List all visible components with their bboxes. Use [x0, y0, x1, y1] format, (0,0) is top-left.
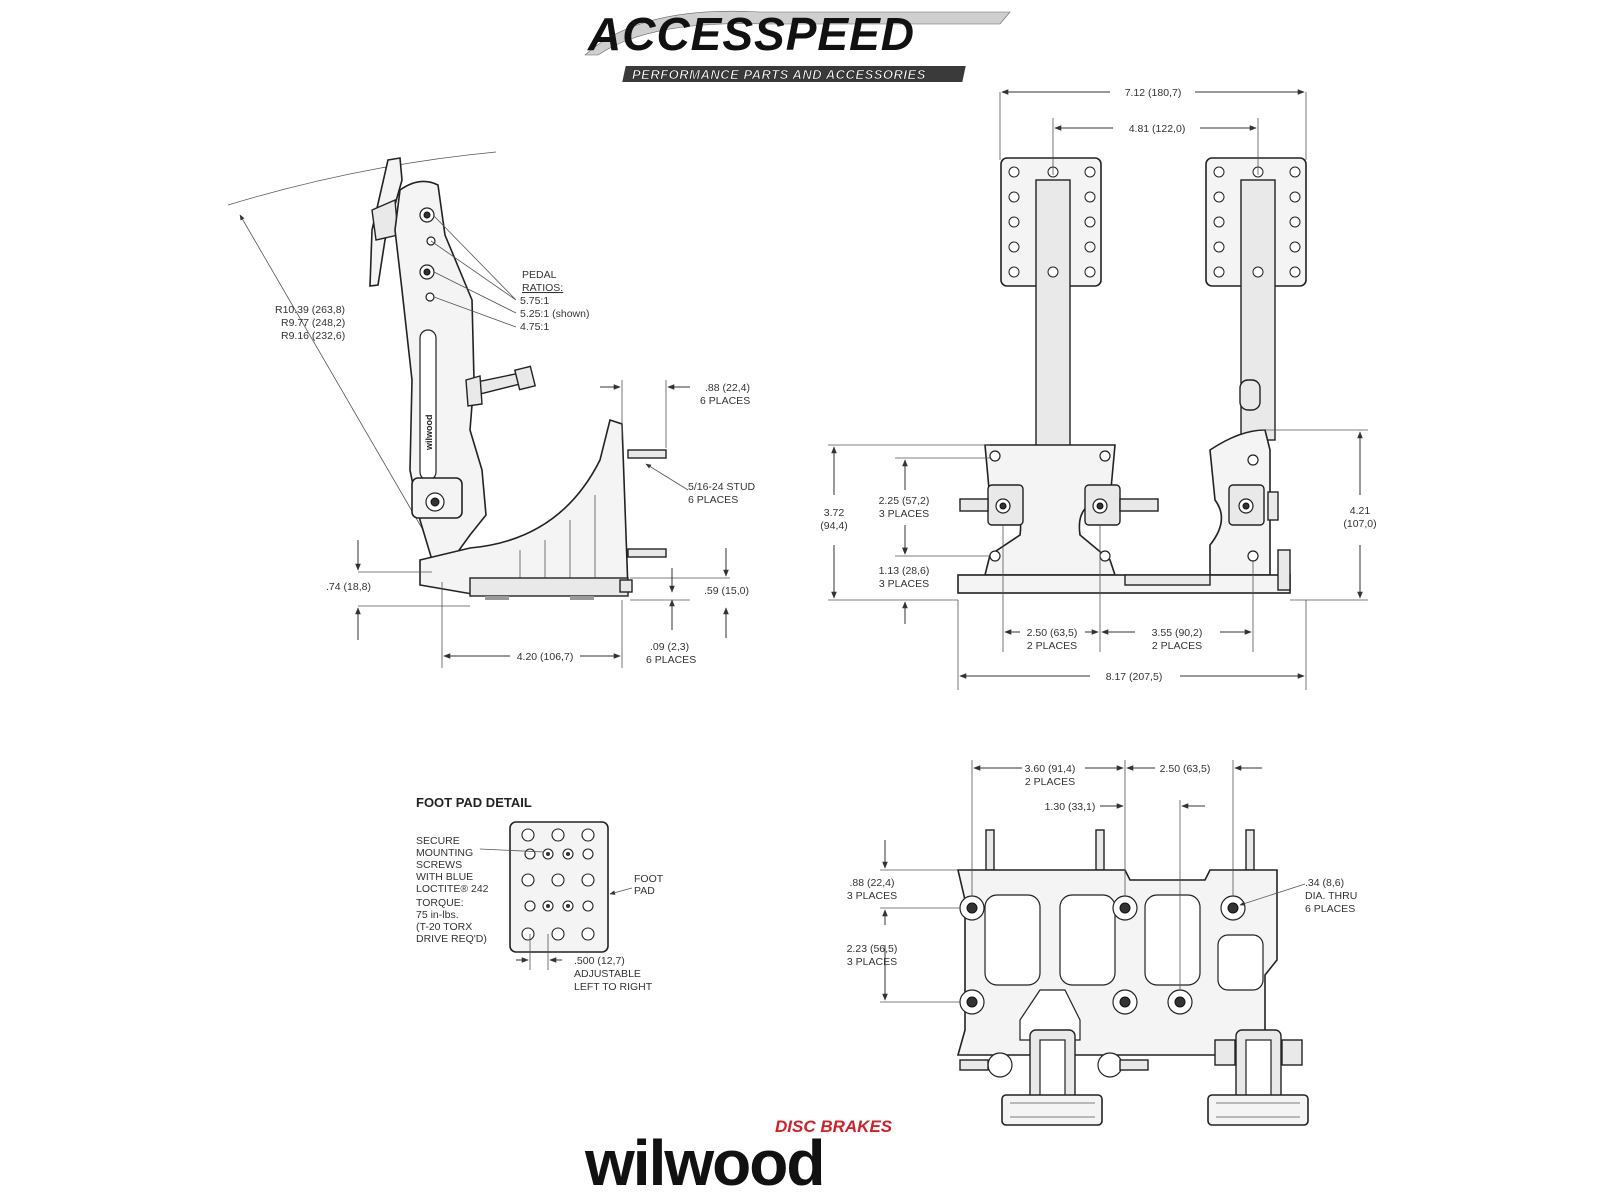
spacing-b-dim: 3.55 (90,2) — [1152, 627, 1203, 639]
torque-value: 75 in-lbs. — [416, 909, 459, 921]
stud-size-places: 6 PLACES — [688, 494, 738, 506]
radius-label-2: R9.77 (248,2) — [281, 317, 345, 329]
hole-height-places: 3 PLACES — [879, 578, 929, 590]
radius-label-1: R10.39 (263,8) — [275, 304, 345, 316]
foot-pad-detail: FOOT PAD DETAIL SECURE MOUNTING SCREWS W… — [416, 795, 664, 993]
pedal-ratios-subtitle: RATIOS: — [522, 282, 563, 294]
torx-note-line-2: DRIVE REQ'D) — [416, 933, 487, 945]
base-height-dim: .59 (15,0) — [704, 585, 749, 597]
spacing-a-dim: 2.50 (63,5) — [1027, 627, 1078, 639]
foot-pad-detail-title: FOOT PAD DETAIL — [416, 795, 532, 810]
torque-label: TORQUE: — [416, 897, 464, 909]
pedal-ratios-title: PEDAL — [522, 269, 557, 281]
overall-width-top-dim: 7.12 (180,7) — [1125, 87, 1182, 99]
height-right-metric: (107,0) — [1343, 518, 1376, 530]
foot-pad-label-2: PAD — [634, 885, 655, 897]
height-left-dim: 3.72 — [824, 507, 845, 519]
bottom-dim-e: 2.23 (56,5) — [847, 943, 898, 955]
adjustment-dim: .500 (12,7) — [574, 955, 625, 967]
ratio-4-75: 4.75:1 — [520, 321, 549, 333]
foot-pad-label-1: FOOT — [634, 873, 664, 885]
wilwood-wordmark: wilwood — [584, 1127, 823, 1199]
height-left-metric: (94,4) — [820, 520, 847, 532]
adjustment-label-2: LEFT TO RIGHT — [574, 981, 653, 993]
overall-base-dim: 8.17 (207,5) — [1106, 671, 1163, 683]
bottom-hole-size: .34 (8,6) — [1305, 877, 1344, 889]
shim-places: 6 PLACES — [646, 654, 696, 666]
bottom-dim-a: 3.60 (91,4) — [1025, 763, 1076, 775]
wilwood-tagline: DISC BRAKES — [775, 1117, 893, 1136]
hole-height-dim: 1.13 (28,6) — [879, 565, 930, 577]
bottom-dim-d-places: 3 PLACES — [847, 890, 897, 902]
bottom-hole-type: DIA. THRU — [1305, 890, 1357, 902]
bottom-hole-places: 6 PLACES — [1305, 903, 1355, 915]
loctite-note-line-1: SECURE — [416, 835, 460, 847]
bottom-dim-d: .88 (22,4) — [850, 877, 895, 889]
pedal-wilwood-marking: wilwood — [424, 415, 434, 452]
bottom-dim-e-places: 3 PLACES — [847, 956, 897, 968]
pedal-spacing-dim: 4.81 (122,0) — [1129, 123, 1186, 135]
ratio-5-25: 5.25:1 (shown) — [520, 308, 589, 320]
accesspeed-tagline: PERFORMANCE PARTS AND ACCESSORIES — [632, 67, 926, 82]
radius-label-3: R9.16 (232,6) — [281, 330, 345, 342]
loctite-note-line-4: WITH BLUE — [416, 871, 473, 883]
bottom-dim-b: 2.50 (63,5) — [1160, 763, 1211, 775]
hole-spacing-dim: 2.25 (57,2) — [879, 495, 930, 507]
front-view-drawing: 7.12 (180,7) 4.81 (122,0) 3.72 (94,4) 2.… — [820, 87, 1377, 690]
loctite-note-line-5: LOCTITE® 242 — [416, 883, 489, 895]
bottom-dim-c: 1.30 (33,1) — [1045, 801, 1096, 813]
side-view-drawing: wilwood R10.39 (263,8) R9.77 (248,2) R9.… — [227, 151, 756, 668]
stud-length-places: 6 PLACES — [700, 395, 750, 407]
torx-note-line-1: (T-20 TORX — [416, 921, 472, 933]
wilwood-logo: DISC BRAKES wilwood — [584, 1117, 893, 1199]
stud-length-dim: .88 (22,4) — [705, 382, 750, 394]
shim-dim: .09 (2,3) — [650, 641, 689, 653]
height-right-dim: 4.21 — [1350, 505, 1371, 517]
loctite-note-line-3: SCREWS — [416, 859, 462, 871]
loctite-note-line-2: MOUNTING — [416, 847, 473, 859]
bottom-dim-a-places: 2 PLACES — [1025, 776, 1075, 788]
spacing-b-places: 2 PLACES — [1152, 640, 1202, 652]
base-length-dim: 4.20 (106,7) — [517, 651, 574, 663]
adjustment-label-1: ADJUSTABLE — [574, 968, 641, 980]
bottom-view-drawing: 3.60 (91,4) 2 PLACES 2.50 (63,5) 1.30 (3… — [847, 760, 1357, 1126]
ratio-5-75: 5.75:1 — [520, 295, 549, 307]
hole-spacing-places: 3 PLACES — [879, 508, 929, 520]
spacing-a-places: 2 PLACES — [1027, 640, 1077, 652]
stud-size-label: 5/16-24 STUD — [688, 481, 756, 493]
accesspeed-logo: ACCESSPEED PERFORMANCE PARTS AND ACCESSO… — [584, 8, 1011, 82]
accesspeed-wordmark: ACCESSPEED — [587, 8, 915, 60]
pivot-height-dim: .74 (18,8) — [326, 581, 371, 593]
